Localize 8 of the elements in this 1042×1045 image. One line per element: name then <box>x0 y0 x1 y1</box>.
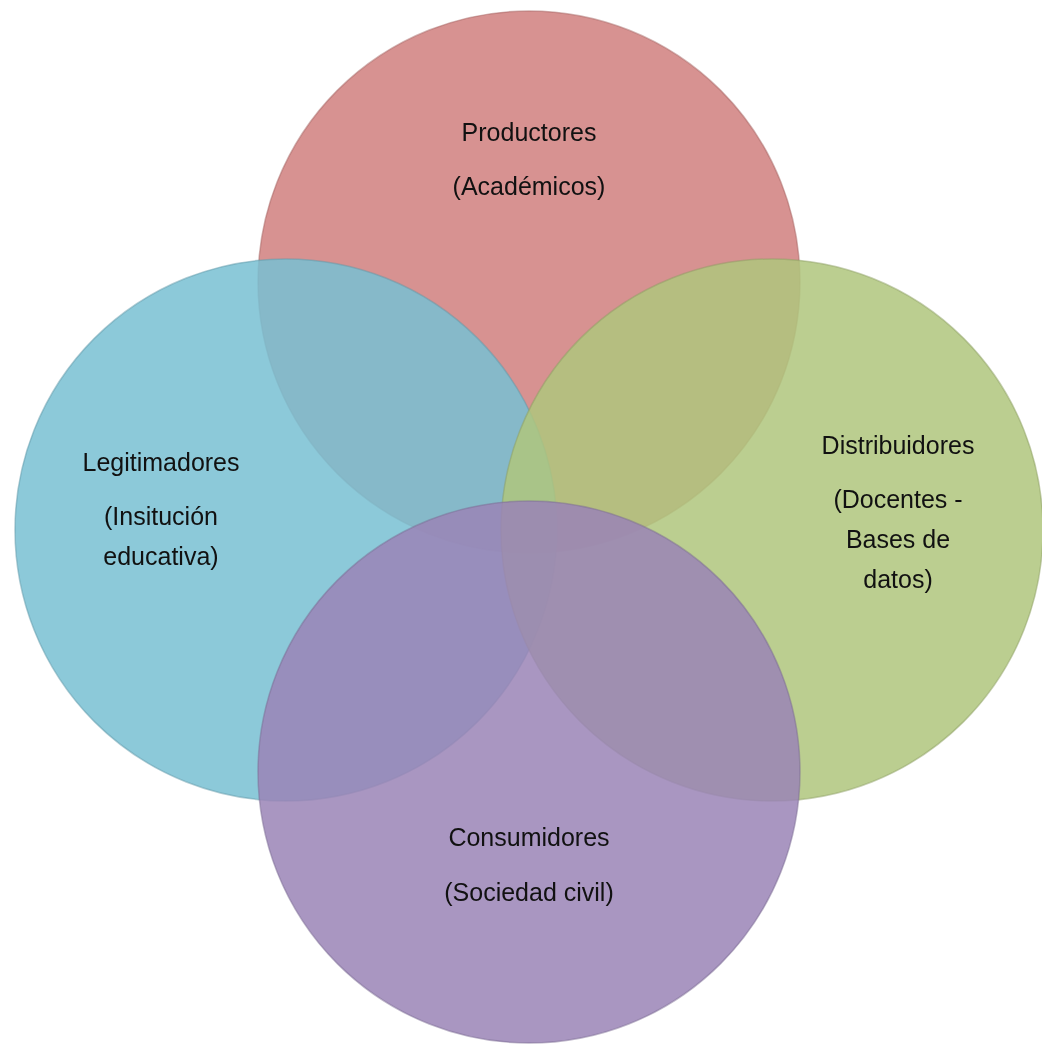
circle-subtitle: (Académicos) <box>451 171 607 202</box>
circle-title: Productores <box>460 117 598 148</box>
circle-subtitle: (Docentes - Bases de datos) <box>832 484 964 595</box>
circle-subtitle: (Sociedad civil) <box>443 877 615 908</box>
circle-subtitle: (Insitución educativa) <box>102 501 220 572</box>
circle-title: Legitimadores <box>81 447 241 478</box>
circle-title: Consumidores <box>447 822 611 853</box>
circle-title: Distribuidores <box>820 430 976 461</box>
